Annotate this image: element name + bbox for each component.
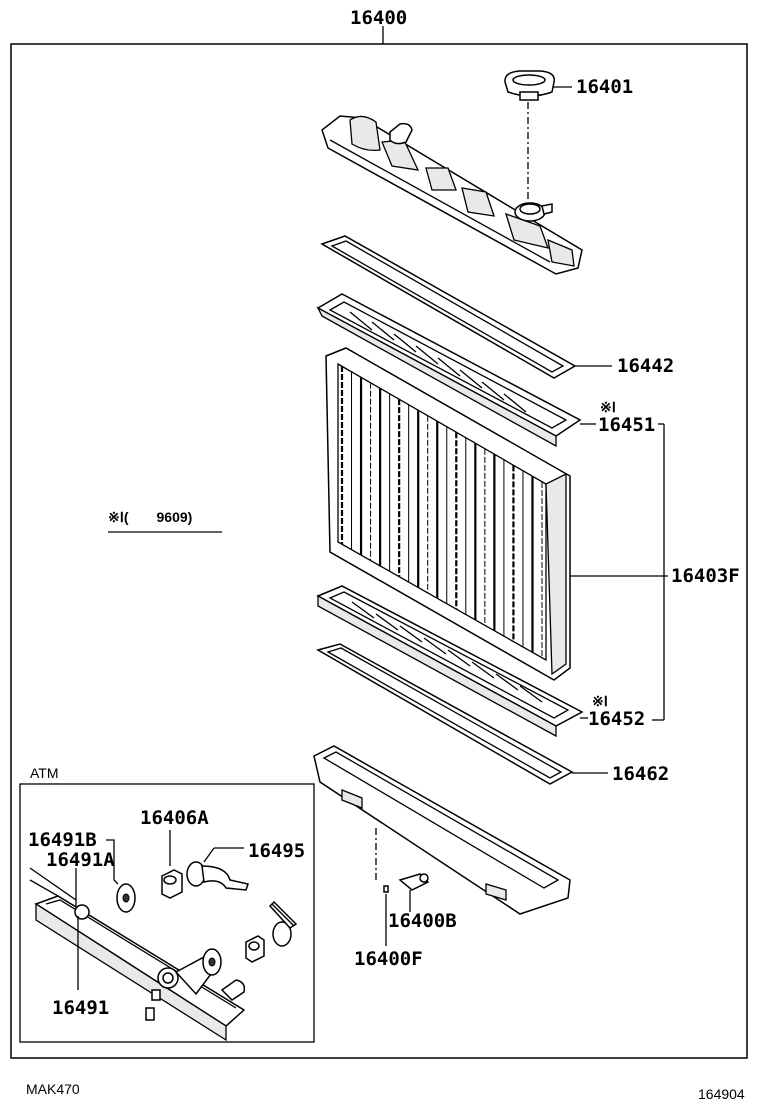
page-code: 164904 — [698, 1086, 745, 1102]
label-core: 16403F — [671, 565, 740, 587]
oil-cooler-ext-line-1 — [29, 867, 77, 901]
label-cap: 16401 — [576, 76, 633, 98]
lower-gasket[interactable] — [316, 643, 574, 785]
label-assembly: 16400 — [350, 7, 407, 29]
radiator-cap[interactable] — [504, 70, 555, 101]
oil-cooler[interactable] — [34, 895, 246, 1042]
label-upper-gasket: 16442 — [617, 355, 674, 377]
diagram-code: MAK470 — [26, 1081, 80, 1097]
label-oil-cooler: 16491 — [52, 997, 109, 1019]
label-drain-cock: 16400B — [388, 910, 457, 932]
upper-tank-mark: ※Ⅰ — [600, 399, 616, 415]
oil-cooler-hose[interactable] — [186, 861, 249, 891]
hose-leader — [203, 847, 215, 863]
drain-plug[interactable] — [383, 885, 389, 893]
assembly-frame — [10, 43, 748, 1059]
label-upper-tank: 16451 — [598, 414, 655, 436]
lower-radiator-tank[interactable] — [313, 745, 571, 915]
label-oil-cooler-hose: 16495 — [248, 840, 305, 862]
atm-inset-frame — [19, 783, 315, 1043]
oil-cooler-washer-2[interactable] — [202, 948, 222, 976]
note: ※Ⅰ( 9609) — [108, 509, 192, 525]
lower-tank[interactable] — [316, 585, 584, 738]
upper-tank-assembly[interactable] — [321, 115, 583, 275]
atm-title: ATM — [30, 765, 59, 781]
upper-tank[interactable] — [316, 293, 582, 448]
oil-cooler-plug[interactable] — [161, 869, 183, 899]
label-washer-b: 16491B — [28, 829, 97, 851]
lower-tank-mark: ※Ⅰ — [592, 693, 608, 709]
radiator-core[interactable] — [325, 347, 571, 681]
core-fins — [340, 366, 543, 658]
washer-b-leader — [106, 839, 119, 885]
label-lower-gasket: 16462 — [612, 763, 669, 785]
drain-cock[interactable] — [398, 873, 430, 891]
oil-cooler-ext-line-2 — [29, 879, 59, 897]
label-oil-cooler-plug: 16406A — [140, 807, 209, 829]
label-lower-tank: 16452 — [588, 708, 645, 730]
oil-cooler-washer[interactable] — [116, 883, 136, 913]
label-drain-plug: 16400F — [354, 948, 423, 970]
oil-cooler-hose-2[interactable] — [268, 900, 298, 947]
oil-cooler-plug-2[interactable] — [245, 935, 265, 963]
label-washer-a: 16491A — [46, 849, 115, 871]
